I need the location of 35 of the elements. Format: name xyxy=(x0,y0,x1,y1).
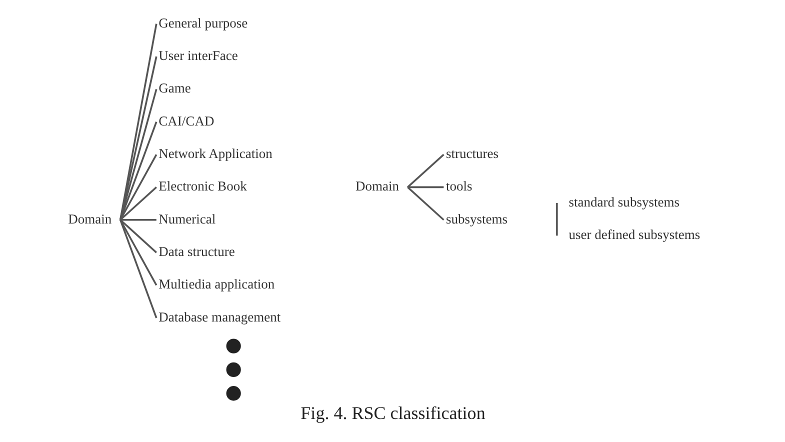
node-text: Domain xyxy=(354,178,398,194)
connector xyxy=(120,218,156,221)
node-text: standard subsystems xyxy=(568,194,680,210)
node-text: subsystems xyxy=(445,211,508,226)
node-text: Multiedia application xyxy=(158,276,274,292)
connector xyxy=(118,56,157,220)
connector xyxy=(118,24,157,220)
caption: Fig. 4. RSC classification xyxy=(300,403,485,424)
node-text: Database management xyxy=(158,309,280,324)
connector xyxy=(118,88,157,220)
connector xyxy=(119,122,157,220)
node-text: Network Application xyxy=(158,146,272,162)
node-text: User interFace xyxy=(158,48,238,63)
connector xyxy=(119,186,156,221)
node-text: user defined subsystems xyxy=(568,227,700,242)
node-circle xyxy=(226,386,240,401)
node-text: tools xyxy=(445,178,472,194)
node-text: Game xyxy=(158,80,190,96)
connector xyxy=(119,220,157,318)
node-circle xyxy=(226,362,240,378)
node-text: Numerical xyxy=(158,211,216,226)
connector xyxy=(119,219,156,254)
node-circle xyxy=(226,338,240,354)
node-text: CAI/CAD xyxy=(158,113,214,128)
node-text: Electronic Book xyxy=(158,178,246,194)
connector xyxy=(406,154,444,188)
connector xyxy=(407,186,444,188)
node-text: Domain xyxy=(68,211,112,226)
node-text: structures xyxy=(445,146,498,162)
connector xyxy=(119,154,157,220)
connector xyxy=(556,202,558,236)
node-text: Data structure xyxy=(158,244,234,260)
node-text: General purpose xyxy=(158,15,248,30)
connector xyxy=(406,186,444,221)
connector xyxy=(119,219,157,286)
